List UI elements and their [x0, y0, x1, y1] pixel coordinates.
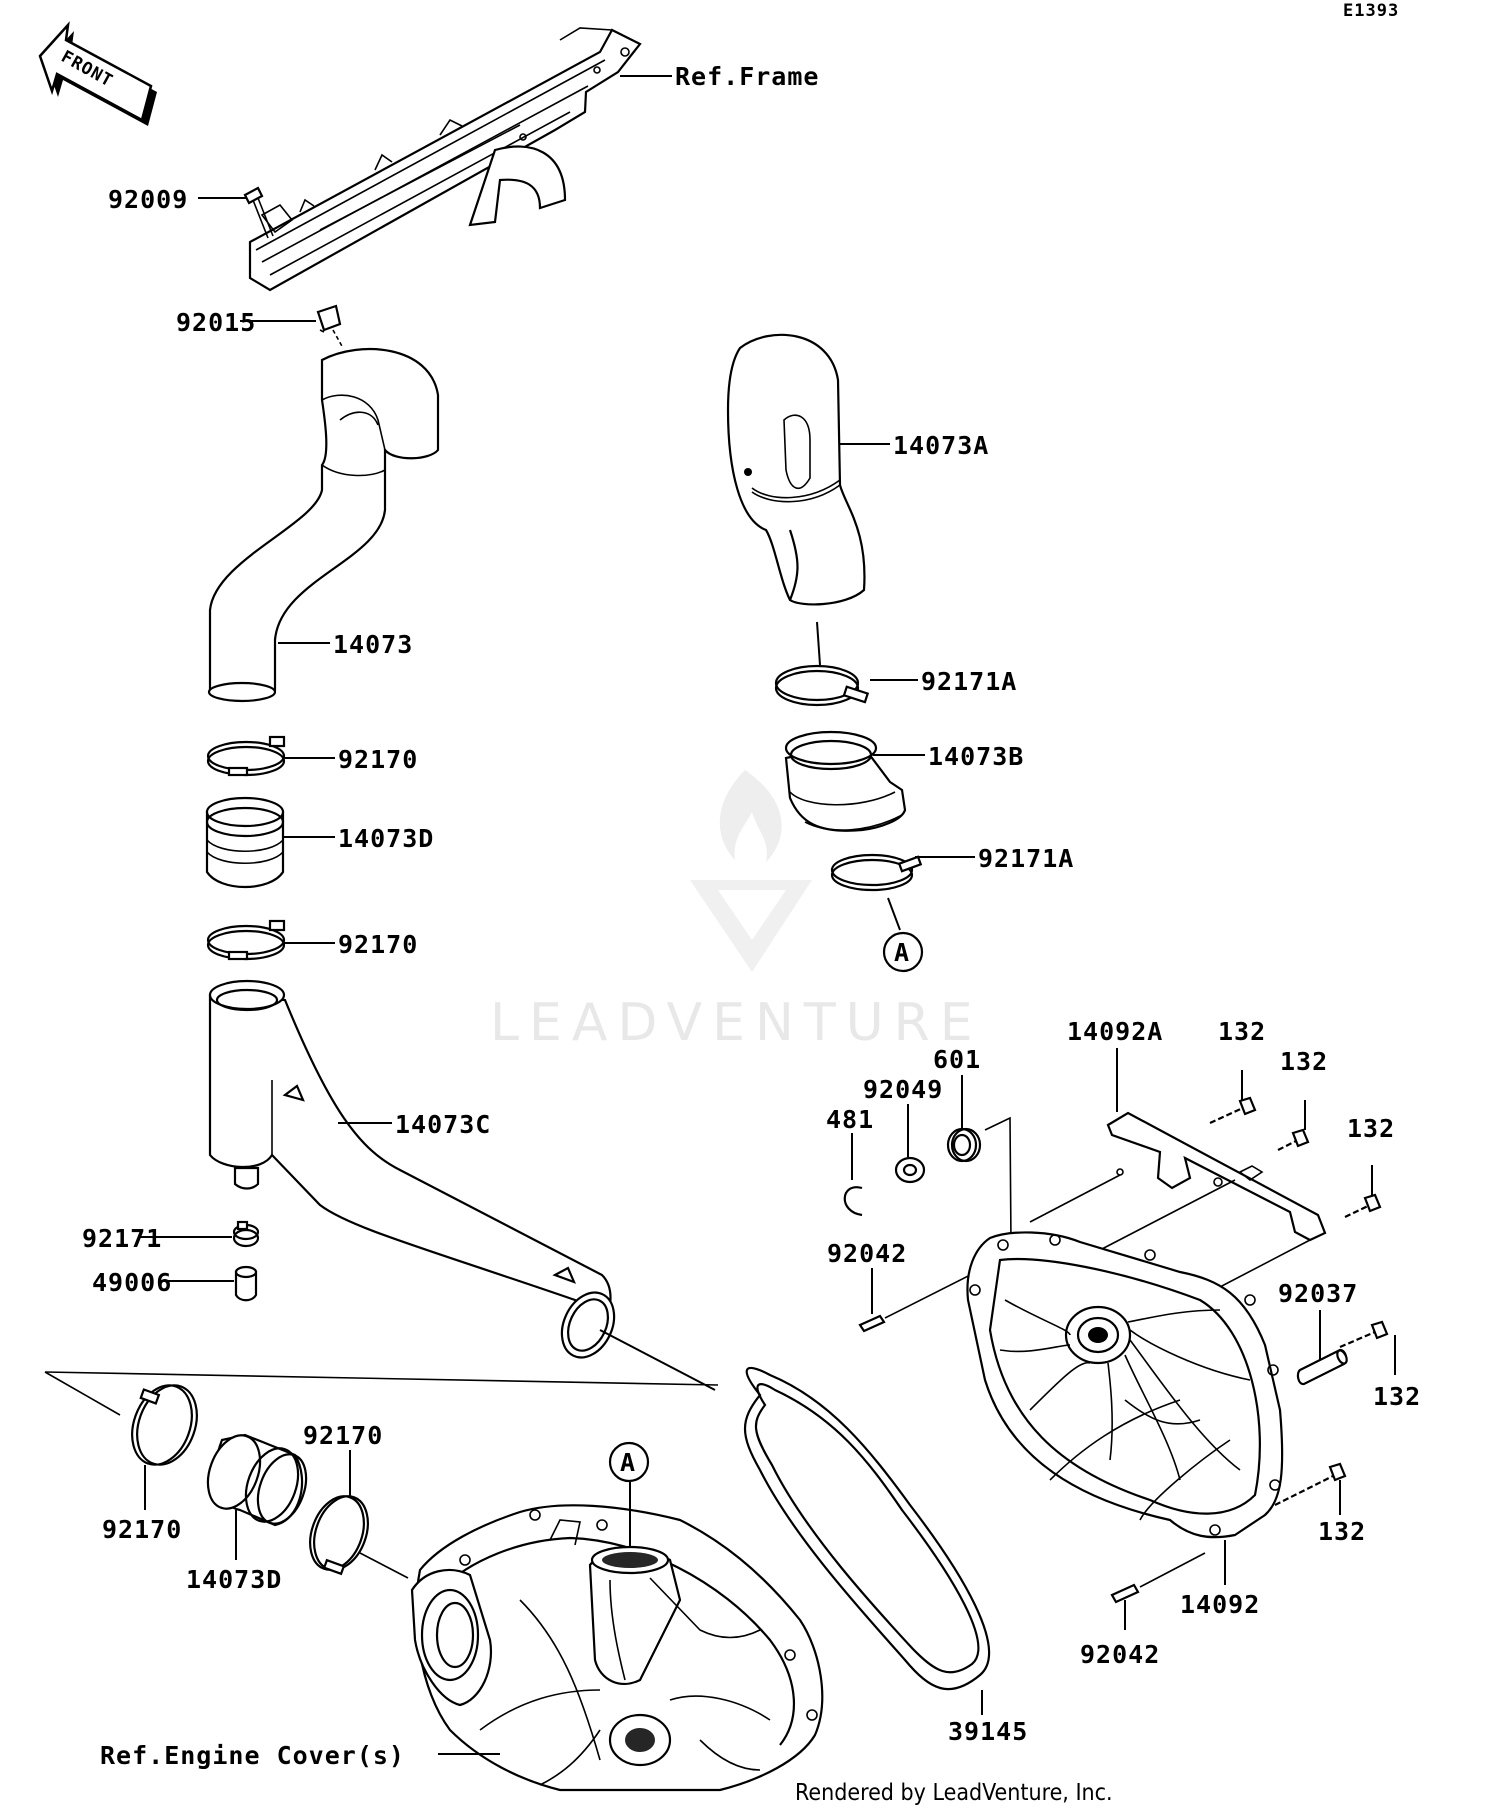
spacer-92037 — [1296, 1348, 1348, 1386]
label-14073A: 14073A — [893, 431, 989, 460]
sleeve-14073D-lower — [206, 1433, 308, 1527]
bolt-92009 — [243, 186, 274, 239]
label-92042-1: 92042 — [827, 1239, 907, 1268]
engine-cover-ref — [410, 1504, 824, 1792]
callout-a-lower: A — [608, 1441, 650, 1483]
label-92171A-2: 92171A — [978, 844, 1074, 873]
duct-14073A — [726, 333, 866, 606]
duct-14073 — [207, 348, 440, 703]
label-14073B: 14073B — [928, 742, 1024, 771]
label-ref-frame: Ref.Frame — [675, 62, 819, 91]
label-92049: 92049 — [863, 1075, 943, 1104]
callout-a-upper: A — [882, 931, 924, 973]
label-132-4: 132 — [1373, 1382, 1421, 1411]
bearing-601 — [946, 1127, 982, 1163]
bolt-132-1 — [1209, 1096, 1257, 1125]
dowel-92042-lower — [1110, 1583, 1140, 1604]
adapter-14073B — [784, 730, 907, 832]
label-14092A: 14092A — [1067, 1017, 1163, 1046]
dowel-92042-upper — [858, 1314, 886, 1333]
bolt-132-5 — [1274, 1462, 1347, 1506]
label-92170-3: 92170 — [102, 1515, 182, 1544]
label-92015: 92015 — [176, 308, 256, 337]
grommet-92015 — [316, 304, 344, 349]
seal-92049 — [894, 1156, 926, 1184]
bolt-132-2 — [1277, 1128, 1310, 1151]
label-14073C: 14073C — [395, 1110, 491, 1139]
label-92009: 92009 — [108, 185, 188, 214]
bolt-132-3 — [1344, 1193, 1382, 1218]
clutch-cover-14092 — [966, 1231, 1284, 1539]
cap-49006 — [234, 1265, 258, 1302]
clamp-92171A-lower — [830, 853, 923, 892]
frame-crossmember — [248, 27, 642, 292]
callout-a-lower-letter: A — [620, 1448, 636, 1477]
duct-14073C — [208, 979, 616, 1359]
sleeve-14073D-upper — [205, 796, 285, 889]
front-arrow-icon: FRONT — [38, 21, 157, 126]
credit-text: Rendered by LeadVenture, Inc. — [795, 1780, 1113, 1806]
label-92170-1: 92170 — [338, 745, 418, 774]
clamp-92171A-upper — [774, 664, 870, 707]
label-132-3: 132 — [1347, 1114, 1395, 1143]
label-92037: 92037 — [1278, 1279, 1358, 1308]
label-132-2: 132 — [1280, 1047, 1328, 1076]
label-132-5: 132 — [1318, 1517, 1366, 1546]
bracket-14092A — [1106, 1111, 1327, 1242]
watermark-logo: LEADVENTURE — [490, 770, 983, 1053]
watermark-text: LEADVENTURE — [490, 993, 983, 1053]
drive-belt-39145 — [743, 1366, 991, 1691]
label-49006: 49006 — [92, 1268, 172, 1297]
diagram-code: E1393 — [1343, 1, 1399, 21]
label-92171: 92171 — [82, 1224, 162, 1253]
label-132-1: 132 — [1218, 1017, 1266, 1046]
label-14073: 14073 — [333, 630, 413, 659]
clamp-92171 — [232, 1220, 260, 1248]
label-92171A-1: 92171A — [921, 667, 1017, 696]
clamp-92170-lower — [206, 919, 286, 961]
label-92170-4: 92170 — [303, 1421, 383, 1450]
callout-a-upper-letter: A — [894, 938, 910, 967]
label-14073D-1: 14073D — [338, 824, 434, 853]
label-39145: 39145 — [948, 1717, 1028, 1746]
label-92042-2: 92042 — [1080, 1640, 1160, 1669]
clamp-92170-lower-right — [309, 1495, 369, 1576]
label-481: 481 — [826, 1105, 874, 1134]
label-14092: 14092 — [1180, 1590, 1260, 1619]
circlip-481 — [843, 1186, 863, 1217]
bolt-132-4 — [1339, 1320, 1389, 1349]
clamp-92170-upper — [206, 735, 286, 777]
label-14073D-2: 14073D — [186, 1565, 282, 1594]
label-ref-engine-cover: Ref.Engine Cover(s) — [100, 1741, 405, 1770]
label-601: 601 — [933, 1045, 981, 1074]
label-92170-2: 92170 — [338, 930, 418, 959]
clamp-92170-lower-left — [131, 1384, 198, 1466]
